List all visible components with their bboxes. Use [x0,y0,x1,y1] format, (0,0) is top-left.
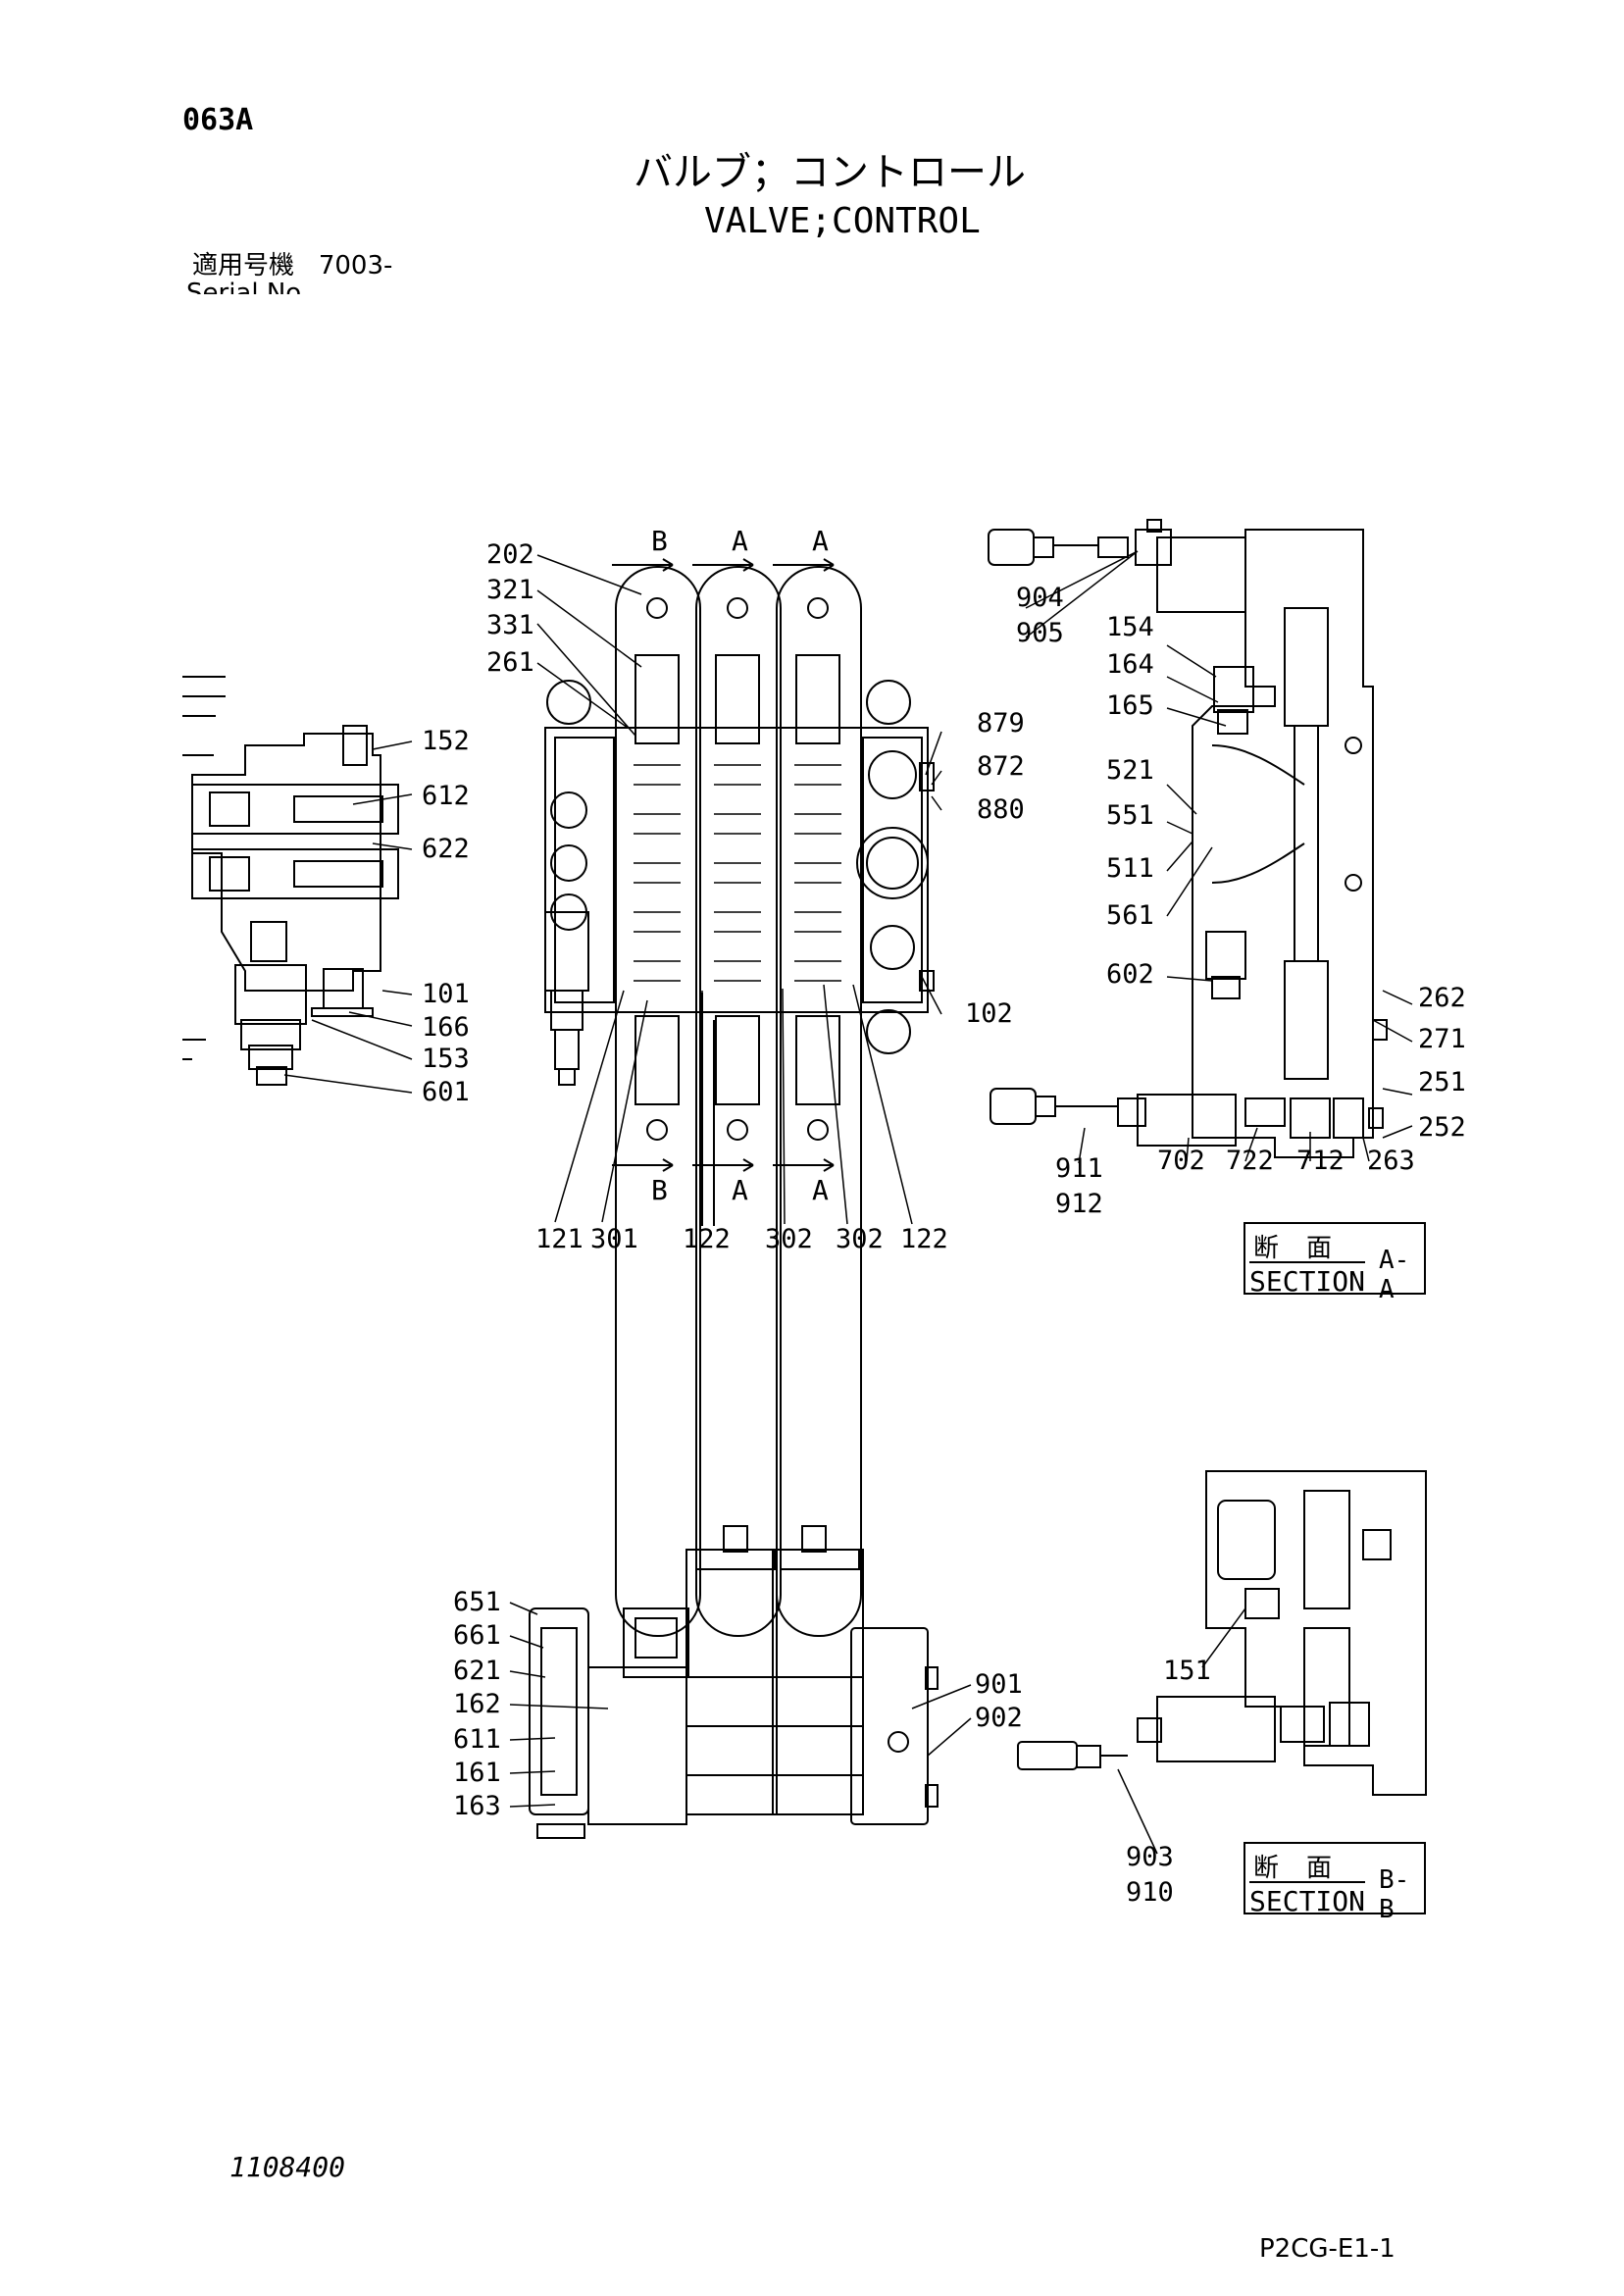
callout-601: 601 [422,1077,470,1107]
catalog-number: 1108400 [229,2151,346,2183]
callout-880: 880 [977,794,1025,825]
title-japanese: バルブ；コントロール [634,150,1026,195]
serial-label: 適用号機 [192,251,295,281]
callout-154: 154 [1106,612,1154,642]
callout-251: 251 [1418,1067,1466,1097]
bottom-front-view [529,1525,939,1839]
callout-331: 331 [486,610,534,640]
serial-label-english: Serial No. [186,281,309,294]
section-marker-b-top: B [651,525,668,557]
section-aa-suffix: A-A [1379,1246,1410,1304]
callout-661: 661 [453,1620,501,1651]
callout-321: 321 [486,575,534,605]
callout-903: 903 [1126,1842,1174,1872]
page-code-footer: P2CG-E1-1 [1259,2234,1396,2264]
callout-202: 202 [486,539,534,570]
section-bb-jp: 断面 [1253,1854,1360,1883]
callout-165: 165 [1106,690,1154,721]
section-marker-b-bottom: B [651,1174,668,1206]
callout-622: 622 [422,834,470,864]
callout-911: 911 [1055,1153,1103,1184]
callout-901: 901 [975,1669,1023,1700]
serial-value: 7003- [318,251,393,281]
section-bb-suffix: B-B [1379,1865,1410,1924]
main-valve-body [544,558,935,1637]
callout-164: 164 [1106,649,1154,680]
callout-612: 612 [422,781,470,811]
callout-651: 651 [453,1587,501,1617]
callout-102: 102 [965,998,1013,1029]
callout-261: 261 [486,647,534,678]
callout-602: 602 [1106,959,1154,990]
callout-263: 263 [1367,1146,1415,1176]
section-marker-a-bottom-2: A [812,1174,829,1206]
section-aa-label-box: 断面 SECTION A-A [1243,1222,1426,1304]
section-marker-a-top-1: A [732,525,748,557]
page-code: 063A [182,103,254,137]
section-bb-label-box: 断面 SECTION B-B [1243,1842,1426,1924]
callout-621: 621 [453,1656,501,1686]
callout-121: 121 [535,1224,584,1254]
callout-163: 163 [453,1791,501,1821]
callout-302-b: 302 [836,1224,884,1254]
callout-511: 511 [1106,853,1154,884]
title-english: VALVE;CONTROL [704,201,981,241]
callout-561: 561 [1106,900,1154,931]
callout-162: 162 [453,1689,501,1719]
callout-722: 722 [1226,1146,1274,1176]
callout-521: 521 [1106,755,1154,786]
serial-row: 適用号機 7003- [192,253,392,279]
callout-712: 712 [1296,1146,1345,1176]
section-bb-en: SECTION [1249,1881,1366,1917]
callout-153: 153 [422,1044,470,1074]
callout-879: 879 [977,708,1025,739]
callout-872: 872 [977,751,1025,782]
callout-912: 912 [1055,1189,1103,1219]
callout-910: 910 [1126,1877,1174,1908]
section-bb-view [1017,1470,1427,1796]
callout-152: 152 [422,726,470,756]
callout-551: 551 [1106,800,1154,831]
callout-101: 101 [422,979,470,1009]
callout-702: 702 [1157,1146,1205,1176]
left-side-view [182,676,399,1086]
section-marker-a-bottom-1: A [732,1174,748,1206]
callout-166: 166 [422,1012,470,1043]
callout-122-a: 122 [683,1224,731,1254]
callout-151: 151 [1163,1656,1211,1686]
callout-122-b: 122 [900,1224,948,1254]
callout-902: 902 [975,1703,1023,1733]
callout-262: 262 [1418,983,1466,1013]
callout-271: 271 [1418,1024,1466,1054]
section-aa-jp: 断面 [1253,1234,1360,1263]
callout-904: 904 [1016,583,1064,613]
section-marker-a-top-2: A [812,525,829,557]
callout-301: 301 [590,1224,638,1254]
section-aa-en: SECTION [1249,1261,1366,1298]
callout-905: 905 [1016,618,1064,648]
callout-302-a: 302 [765,1224,813,1254]
callout-252: 252 [1418,1112,1466,1143]
section-aa-view [988,519,1388,1158]
callout-161: 161 [453,1758,501,1788]
callout-611: 611 [453,1724,501,1755]
